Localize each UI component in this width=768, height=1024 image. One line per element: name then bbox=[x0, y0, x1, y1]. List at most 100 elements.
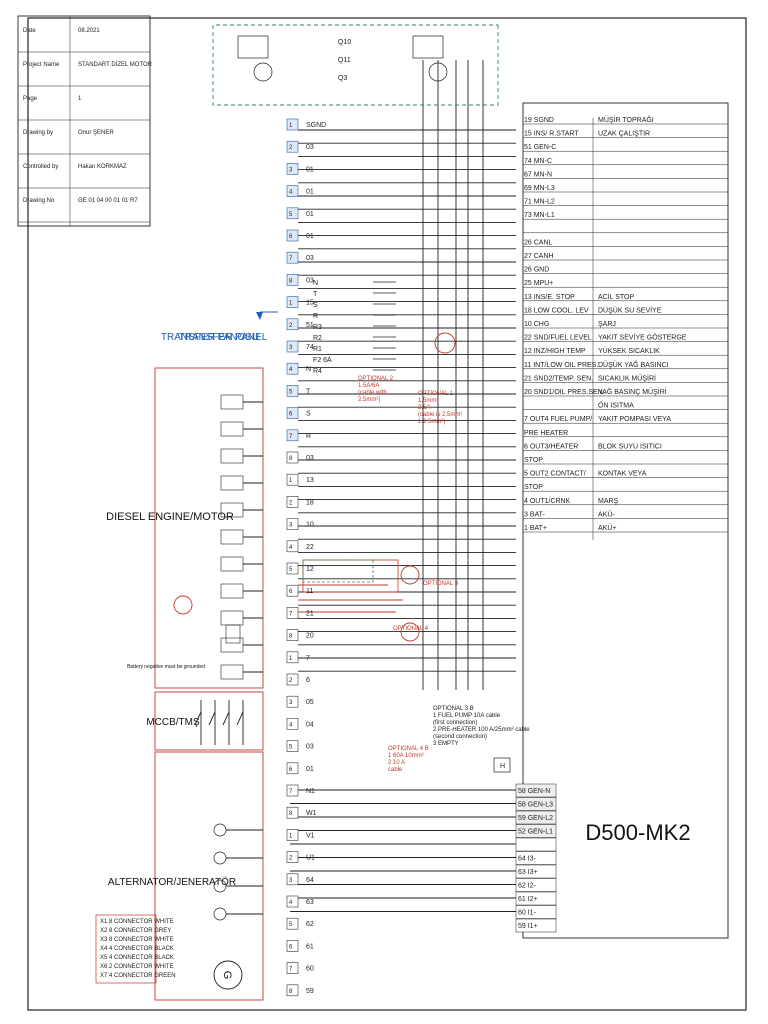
optional-2-note: (cable with bbox=[358, 390, 387, 396]
optional-3b-note: 2 PRE-HEATER 100 A/25mm² cable bbox=[433, 727, 530, 733]
controller-row-code: 13 INS/E. STOP bbox=[524, 294, 575, 301]
terminal-label: 01 bbox=[306, 166, 314, 173]
engine-sensor bbox=[220, 529, 244, 545]
terminal-number: 4 bbox=[289, 900, 293, 906]
ct-coil bbox=[213, 823, 227, 837]
controller-row-code: 67 MN-N bbox=[524, 171, 552, 178]
optional-1-note: (cable is 2.5mm² bbox=[418, 412, 462, 418]
terminal-box bbox=[286, 385, 299, 397]
controller-row-code: 20 SND1/OIL PRES.SEN. bbox=[524, 389, 605, 396]
terminal-box bbox=[286, 318, 299, 331]
terminal-label: 62 bbox=[306, 921, 314, 928]
terminal-label: N bbox=[306, 366, 311, 373]
terminal-label: 04 bbox=[306, 721, 314, 728]
terminal-box bbox=[286, 629, 299, 641]
engine-sensor bbox=[220, 583, 244, 599]
terminal-box bbox=[286, 917, 299, 930]
terminal-label: 61 bbox=[306, 943, 314, 950]
engine-sensor bbox=[220, 664, 244, 680]
terminal-label: U1 bbox=[306, 855, 315, 862]
terminal-number: 8 bbox=[289, 811, 293, 817]
terminal-number: 5 bbox=[289, 567, 293, 573]
controller-row-code: 5 OUT2 CONTACT/ bbox=[524, 471, 586, 478]
relay-coil-2 bbox=[412, 35, 444, 59]
terminal-label: 12 bbox=[306, 566, 314, 573]
controller-row-desc: UZAK ÇALIŞTIR bbox=[598, 131, 650, 138]
terminal-box bbox=[286, 163, 299, 175]
terminal-number: 4 bbox=[289, 722, 293, 728]
terminal-label: 59 bbox=[306, 988, 314, 995]
controller-row-code: 71 MN-L2 bbox=[524, 199, 555, 206]
relay-indicator-1 bbox=[253, 62, 273, 82]
generator-row-cell bbox=[515, 918, 557, 933]
controller-row-desc: AKÜ+ bbox=[598, 524, 616, 532]
terminal-label: 03 bbox=[306, 455, 314, 462]
terminal-box bbox=[286, 451, 299, 464]
optional-3b-note: 3 EMPTY bbox=[433, 741, 459, 747]
controller-row-code: 26 CANL bbox=[524, 239, 553, 246]
terminal-label: S bbox=[306, 411, 311, 418]
controller-row-code: 73 MN-L1 bbox=[524, 212, 555, 219]
connector-legend-item: X6 2 CONNECTOR WHITE bbox=[100, 964, 174, 970]
optional-4-note: OPTIONAL 4 bbox=[393, 626, 429, 632]
engine-sensor bbox=[220, 475, 244, 491]
terminal-label: 01 bbox=[306, 233, 314, 240]
terminal-number: 1 bbox=[289, 656, 293, 662]
optional-1-note: 1.5mm² bbox=[418, 398, 438, 404]
terminal-box bbox=[286, 407, 299, 419]
controller-row-code: 10 CHG bbox=[524, 321, 549, 328]
engine-sensor bbox=[220, 421, 244, 437]
terminal-number: 2 bbox=[289, 145, 293, 151]
optional-1-note: 2.5A bbox=[418, 405, 430, 411]
heater-letter: H bbox=[500, 763, 505, 770]
ats-label: N bbox=[313, 280, 318, 287]
generator-row-cell bbox=[515, 837, 557, 852]
terminal-label: 51 bbox=[306, 322, 314, 329]
ats-highlight-circle bbox=[434, 332, 456, 354]
terminal-box bbox=[286, 962, 299, 974]
generator-row-label: 58 GEN-N bbox=[518, 788, 550, 795]
engine-section: DIESEL ENGINE/MOTOR Battery negative mus… bbox=[106, 367, 264, 689]
optional-2-note: OPTIONAL 2 bbox=[358, 376, 394, 382]
terminal-label: 60 bbox=[306, 966, 314, 973]
engine-label: DIESEL ENGINE/MOTOR bbox=[106, 511, 234, 523]
engine-sensors bbox=[173, 394, 263, 680]
terminal-label: 10 bbox=[306, 522, 314, 529]
generator-row-cell bbox=[515, 824, 557, 838]
mccb-pole-switch bbox=[208, 711, 216, 726]
terminal-label: 03 bbox=[306, 744, 314, 751]
controller-row-desc: YAKIT POMPASI VEYA bbox=[598, 416, 671, 423]
generator-row-label: 63 I3+ bbox=[518, 869, 538, 876]
optional-3b-note: (second connection) bbox=[433, 734, 487, 740]
generator-symbol bbox=[213, 960, 243, 990]
generator-row-label: 58 GEN-L3 bbox=[518, 802, 553, 809]
terminal-label: 01 bbox=[306, 189, 314, 196]
terminal-number: 6 bbox=[289, 944, 293, 950]
controller-row-desc: MARŞ bbox=[598, 498, 619, 505]
relay-indicator-2 bbox=[428, 62, 448, 82]
output-relay-box bbox=[302, 559, 399, 593]
terminal-box bbox=[286, 340, 299, 353]
terminal-number: 5 bbox=[289, 745, 293, 751]
terminal-number: 6 bbox=[289, 767, 293, 773]
ct-coil bbox=[213, 851, 227, 865]
terminal-box bbox=[286, 118, 299, 131]
controller-row-code: 21 SND2/TEMP. SEN. bbox=[524, 375, 593, 382]
terminal-box bbox=[286, 851, 299, 863]
terminal-number: 3 bbox=[289, 167, 293, 173]
controller-row-code: 1 BAT+ bbox=[524, 525, 547, 532]
terminal-box bbox=[286, 185, 299, 197]
mccb-pole-switch bbox=[222, 711, 230, 726]
connector-legend-item: X4 4 CONNECTOR BLACK bbox=[100, 946, 174, 952]
terminal-label: 18 bbox=[306, 499, 314, 506]
connector-legend-item: X5 4 CONNECTOR BLACK bbox=[100, 955, 174, 961]
mccb-pole-switch bbox=[236, 711, 244, 726]
terminal-label: 74 bbox=[306, 344, 314, 351]
generator-row-cell bbox=[515, 797, 557, 811]
ats-label: T bbox=[313, 291, 318, 298]
